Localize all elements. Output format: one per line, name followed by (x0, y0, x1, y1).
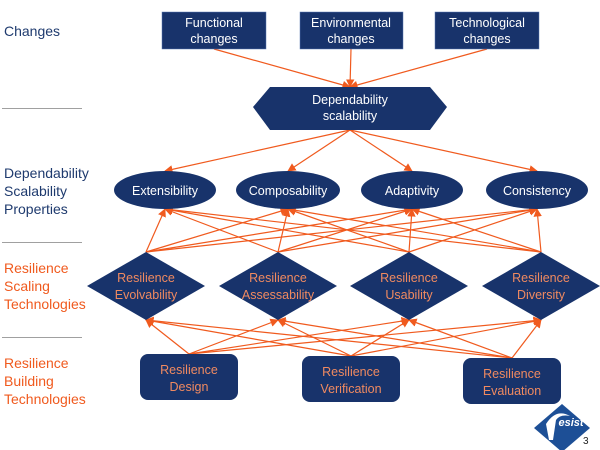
building-label-line2: Verification (320, 382, 381, 396)
scaling-label-line2: Usability (385, 288, 433, 302)
edge-hub-to-property (164, 129, 351, 174)
building-label-line1: Resilience (322, 365, 380, 379)
edge-building-to-scaling (145, 317, 352, 357)
property-label: Adaptivity (385, 184, 440, 198)
row-label-scaling: Resilience Scaling Technologies (4, 260, 86, 312)
edge-scaling-to-property (533, 208, 542, 253)
edge-hub-to-property (349, 129, 538, 174)
scaling-label-line1: Resilience (249, 271, 307, 285)
edge-building-to-scaling (408, 318, 513, 359)
logo-text: esist (558, 417, 584, 429)
building-node-evaluation[interactable]: Resilience Evaluation (463, 358, 561, 404)
hub-node-dependability-scalability[interactable]: Dependability scalability (253, 87, 447, 130)
edge-scaling-to-property (408, 207, 538, 253)
scaling-label-line2: Assessability (242, 288, 315, 302)
scaling-label-line2: Diversity (517, 288, 566, 302)
edge-change-to-hub (346, 48, 355, 88)
edge-scaling-to-property (145, 208, 166, 253)
row-label-properties: Dependability Scalability Properties (4, 165, 89, 217)
edge-scaling-to-property (164, 206, 410, 253)
change-label-line2: changes (190, 32, 237, 46)
separator-line (2, 337, 82, 338)
edge-change-to-hub (213, 48, 351, 90)
page-number: 3 (583, 436, 589, 447)
property-node-extensibility[interactable]: Extensibility (114, 171, 216, 209)
edge-scaling-to-property (145, 207, 289, 253)
edge-scaling-to-property (277, 208, 291, 253)
building-label-line1: Resilience (160, 363, 218, 377)
scaling-label-line1: Resilience (512, 271, 570, 285)
edge-scaling-to-property (277, 207, 413, 253)
change-label-line1: Functional (185, 16, 243, 30)
scaling-label-line1: Resilience (117, 271, 175, 285)
hub-label-line1: Dependability (312, 93, 388, 107)
edge-change-to-hub (349, 48, 488, 90)
edge-building-to-scaling (188, 318, 279, 355)
separator-line (2, 108, 82, 109)
edge-building-to-scaling (277, 317, 513, 359)
hub-label-line2: scalability (323, 109, 378, 123)
property-label: Extensibility (132, 184, 199, 198)
separator-line (2, 242, 82, 243)
scaling-node-diversity[interactable]: Resilience Diversity (482, 252, 600, 320)
building-label-line2: Design (170, 380, 209, 394)
scaling-label-line1: Resilience (380, 271, 438, 285)
change-label-line1: Technological (449, 16, 525, 30)
change-node-environmental[interactable]: Environmental changes (299, 11, 404, 50)
logo-swoosh-icon (546, 413, 570, 440)
property-label: Consistency (503, 184, 572, 198)
edge-scaling-to-property (277, 206, 538, 253)
property-label: Composability (249, 184, 328, 198)
change-label-line2: changes (327, 32, 374, 46)
row-label-building: Resilience Building Technologies (4, 355, 86, 407)
edges-group (145, 48, 542, 359)
edge-building-to-scaling (188, 316, 542, 355)
property-node-consistency[interactable]: Consistency (486, 171, 588, 209)
change-node-technological[interactable]: Technological changes (434, 11, 540, 50)
change-node-functional[interactable]: Functional changes (161, 11, 267, 50)
edge-building-to-scaling (350, 317, 542, 357)
resist-logo: esist (534, 404, 590, 450)
building-label-line1: Resilience (483, 367, 541, 381)
edge-building-to-scaling (511, 319, 542, 359)
edge-building-to-scaling (188, 317, 410, 355)
scaling-label-line2: Evolvability (115, 288, 178, 302)
edge-hub-to-property (349, 129, 413, 172)
change-label-line2: changes (463, 32, 510, 46)
edge-scaling-to-property (164, 207, 279, 253)
building-node-verification[interactable]: Resilience Verification (302, 356, 400, 402)
row-label-changes: Changes (4, 23, 61, 39)
change-label-line1: Environmental (311, 16, 391, 30)
edge-scaling-to-property (407, 208, 416, 253)
edge-scaling-to-property (145, 206, 413, 253)
edge-hub-to-property (287, 129, 351, 172)
edge-scaling-to-property (411, 207, 542, 253)
edge-building-to-scaling (145, 319, 190, 355)
edge-building-to-scaling (350, 319, 410, 357)
edge-building-to-scaling (145, 316, 513, 359)
edge-scaling-to-property (287, 206, 542, 253)
scaling-node-assessability[interactable]: Resilience Assessability (219, 252, 337, 320)
edge-scaling-to-property (145, 205, 538, 253)
property-node-composability[interactable]: Composability (236, 171, 340, 209)
building-node-design[interactable]: Resilience Design (140, 354, 238, 400)
scaling-node-evolvability[interactable]: Resilience Evolvability (87, 252, 205, 320)
scaling-node-usability[interactable]: Resilience Usability (350, 252, 468, 320)
building-label-line2: Evaluation (483, 384, 541, 398)
edge-scaling-to-property (164, 205, 542, 253)
property-node-adaptivity[interactable]: Adaptivity (361, 171, 463, 209)
